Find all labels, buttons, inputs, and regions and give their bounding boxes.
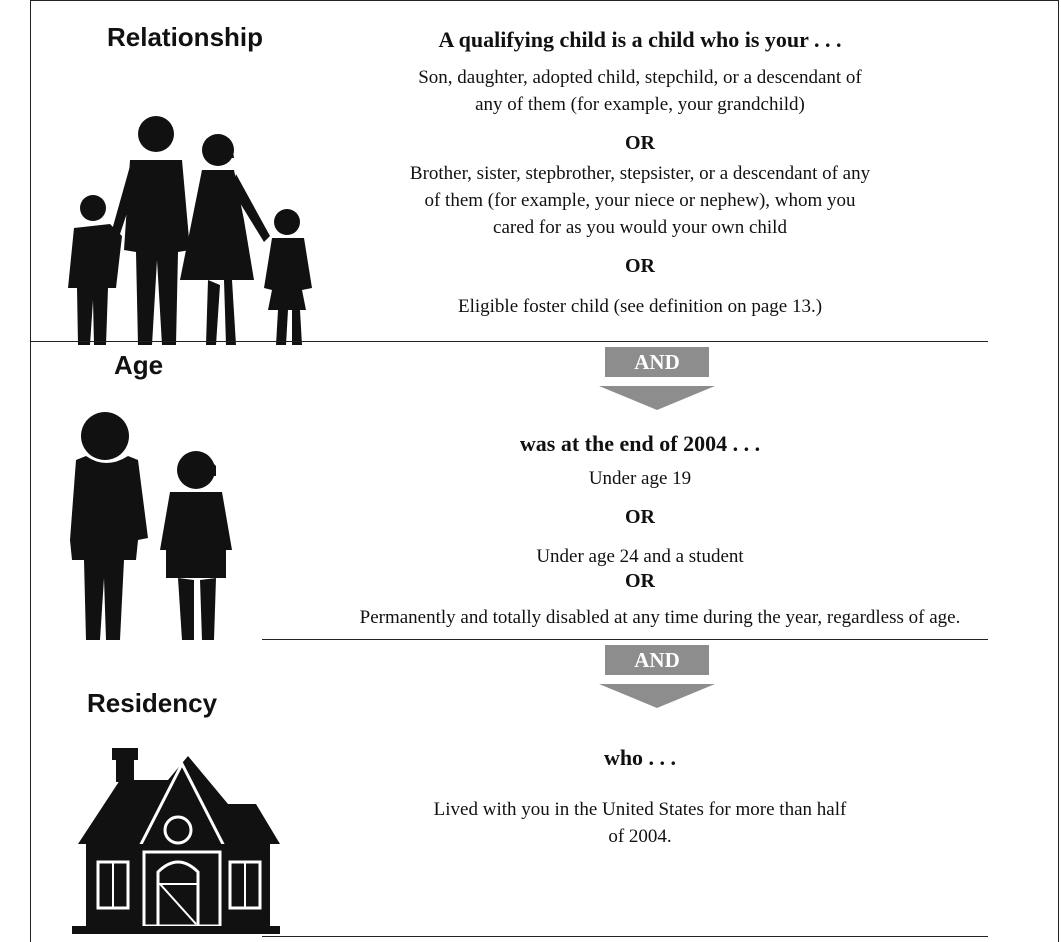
residency-heading: Residency — [87, 688, 218, 718]
divider-3 — [262, 936, 988, 937]
relationship-option2-line1: Brother, sister, stepbrother, stepsister… — [409, 163, 871, 184]
down-arrow-icon — [599, 386, 715, 410]
relationship-option2-line2: of them (for example, your niece or neph… — [424, 190, 856, 211]
relationship-or-2: OR — [625, 255, 655, 277]
divider-2 — [262, 639, 988, 640]
age-intro: was at the end of 2004 . . . — [519, 431, 761, 456]
residency-text-line1: Lived with you in the United States for … — [433, 799, 847, 820]
relationship-option2-line3: cared for as you would your own child — [493, 217, 787, 238]
age-or-2: OR — [625, 570, 655, 592]
divider-1 — [30, 341, 988, 342]
age-or-1: OR — [625, 506, 655, 528]
and-connector-2: AND — [605, 645, 709, 675]
age-option1: Under age 19 — [588, 468, 692, 489]
house-icon — [72, 748, 280, 934]
age-option3: Permanently and totally disabled at any … — [359, 607, 961, 628]
and-connector-1: AND — [605, 347, 709, 377]
relationship-heading: Relationship — [107, 22, 264, 52]
relationship-option1-line1: Son, daughter, adopted child, stepchild,… — [418, 67, 862, 88]
diagram-frame — [30, 0, 1059, 942]
age-heading: Age — [114, 350, 164, 380]
residency-intro: who . . . — [603, 745, 677, 770]
relationship-option3: Eligible foster child (see definition on… — [457, 296, 823, 317]
relationship-or-1: OR — [625, 132, 655, 154]
two-children-icon — [70, 412, 232, 640]
age-option2: Under age 24 and a student — [536, 546, 744, 567]
relationship-option1-line2: any of them (for example, your grandchil… — [475, 94, 805, 115]
relationship-intro: A qualifying child is a child who is you… — [438, 27, 842, 52]
down-arrow-icon — [599, 684, 715, 708]
family-icon — [68, 116, 312, 345]
residency-text-line2: of 2004. — [608, 826, 672, 847]
